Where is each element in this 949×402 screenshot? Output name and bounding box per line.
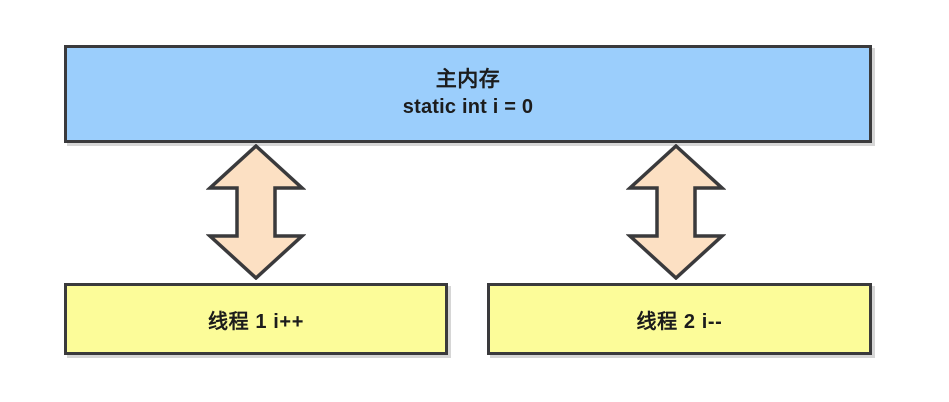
main-memory-variable: static int i = 0 [402,95,534,118]
main-memory-box: 主内存 static int i = 0 [64,45,872,143]
thread2-box: 线程 2 i-- [487,283,872,355]
double-arrow-thread1 [206,144,306,280]
thread1-label: 线程 1 i++ [208,310,304,333]
double-arrow-thread1-icon [206,144,306,280]
double-arrow-thread2 [626,144,726,280]
thread1-box: 线程 1 i++ [64,283,448,355]
double-arrow-thread2-icon [626,144,726,280]
thread2-label: 线程 2 i-- [636,310,723,333]
main-memory-title: 主内存 [435,68,501,92]
